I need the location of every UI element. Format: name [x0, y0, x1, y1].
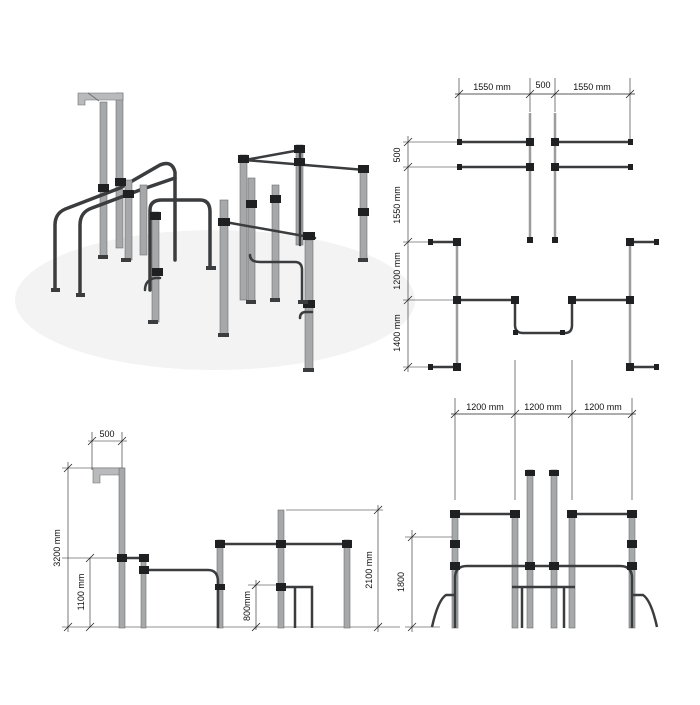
front-height: 1800	[396, 572, 406, 592]
plan-bars	[432, 140, 656, 369]
front-structure	[430, 469, 659, 629]
top-height-4: 1400 mm	[392, 314, 402, 352]
top-height-3: 1200 mm	[392, 252, 402, 290]
top-height-2: 1550 mm	[392, 186, 402, 224]
side-left-ticks	[63, 436, 383, 632]
top-width-2: 500	[535, 80, 550, 90]
top-view-width-dim	[403, 89, 635, 372]
clamps	[98, 145, 369, 308]
dip-bars-left	[53, 161, 212, 297]
side-top-width: 500	[99, 429, 114, 439]
foot-plates	[51, 255, 368, 372]
top-width-1: 1550 mm	[473, 82, 511, 92]
side-height-dip: 1100 mm	[76, 574, 86, 611]
side-height-low: 800mm	[242, 591, 252, 621]
front-width-2: 1200 mm	[524, 402, 562, 412]
side-elevation-left: 500 3200 mm 1100 mm 2100 mm 800mm	[52, 429, 400, 632]
front-width-3: 1200 mm	[584, 402, 622, 412]
front-ticks	[407, 409, 637, 632]
perspective-view	[15, 92, 415, 372]
plan-posts	[455, 113, 632, 367]
top-height-1: 500	[392, 147, 402, 162]
side-left-structure	[92, 467, 352, 629]
top-width-3: 1550 mm	[573, 82, 611, 92]
ground-shadow	[15, 230, 415, 370]
side-height-total: 3200 mm	[52, 529, 62, 567]
tall-tower	[77, 92, 124, 258]
front-elevation-right: 1200 mm 1200 mm 1200 mm 1800	[396, 360, 659, 632]
front-width-1: 1200 mm	[466, 402, 504, 412]
top-view: 1550 mm 500 1550 mm 500 1550 mm 1200 mm …	[392, 78, 659, 372]
side-left-extension-lines	[62, 432, 400, 632]
side-height-bar: 2100 mm	[364, 551, 374, 589]
front-extension-lines	[405, 360, 633, 632]
plan-nodes	[428, 138, 659, 371]
